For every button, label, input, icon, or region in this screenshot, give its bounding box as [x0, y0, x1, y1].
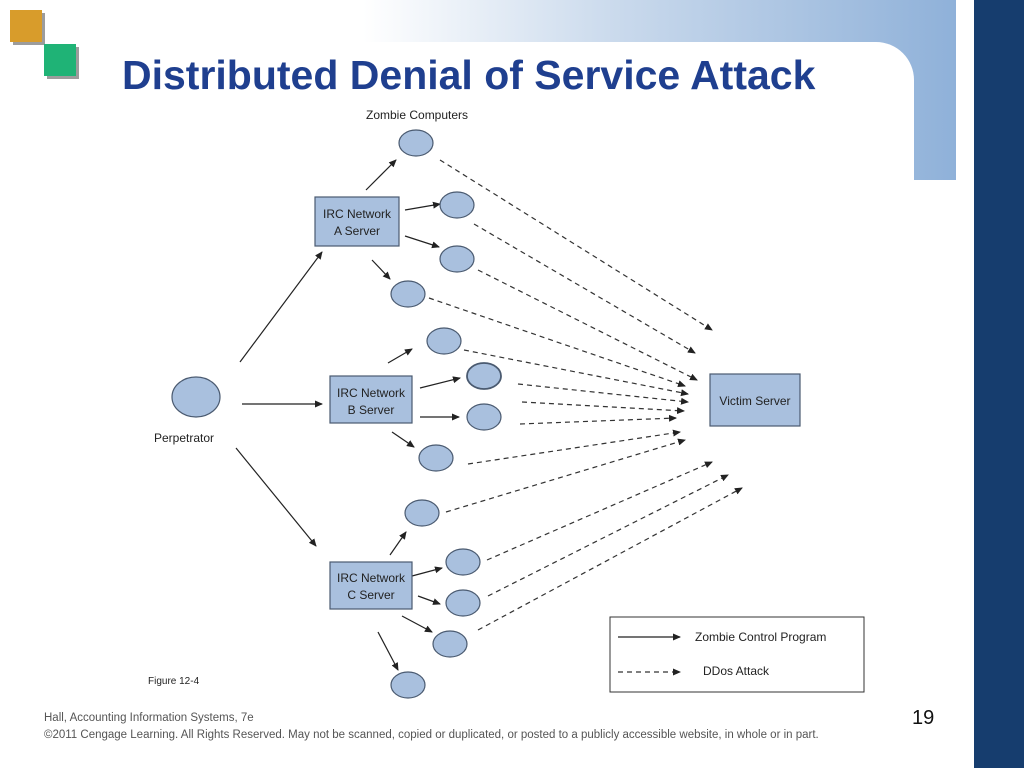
- legend-dashed-label: DDos Attack: [703, 664, 770, 678]
- attack-arrow-zombie-6: [517, 383, 689, 405]
- control-arrow-c-1: [389, 531, 407, 556]
- zombie-node: [445, 548, 481, 576]
- attack-arrow-zombie-8: [519, 414, 677, 425]
- zombie-node: [466, 362, 502, 390]
- legend-solid-label: Zombie Control Program: [695, 630, 826, 644]
- irc-b-label-line1: IRC Network: [337, 386, 406, 400]
- zombie-computers-label: Zombie Computers: [366, 108, 468, 122]
- zombie-node: [466, 403, 502, 431]
- zombie-node: [390, 671, 426, 699]
- orange-square-decoration: [10, 10, 42, 42]
- attack-arrow-zombie-7: [521, 401, 685, 415]
- zombie-node: [426, 327, 462, 355]
- right-side-bar: [974, 0, 1024, 768]
- control-arrow-a-1: [365, 159, 397, 191]
- irc-b-label-line2: B Server: [348, 403, 395, 417]
- attack-arrow-zombie-11: [486, 461, 713, 561]
- irc-a-label-line2: A Server: [334, 224, 380, 238]
- control-arrow-c-3: [417, 595, 441, 605]
- control-arrow-c-2: [411, 566, 443, 577]
- legend-box: [609, 616, 865, 693]
- irc-c-label-line2: C Server: [347, 588, 394, 602]
- attack-arrow-zombie-4: [428, 297, 686, 388]
- attack-arrow-zombie-3: [477, 269, 698, 381]
- attack-arrow-zombie-9: [467, 429, 681, 465]
- attack-arrow-zombie-13: [477, 487, 743, 631]
- control-arrow-perp-to-a: [239, 251, 323, 363]
- attack-arrow-zombie-10: [445, 438, 686, 513]
- zombie-node: [432, 630, 468, 658]
- control-arrow-c-4: [401, 615, 433, 633]
- zombie-node: [418, 444, 454, 472]
- irc-network-c-server: IRC Network C Server: [329, 561, 413, 610]
- control-arrow-b-2: [419, 376, 461, 389]
- irc-c-label-line1: IRC Network: [337, 571, 406, 585]
- figure-label: Figure 12-4: [148, 676, 200, 687]
- control-arrow-perp-to-c: [235, 447, 317, 547]
- irc-network-a-server: IRC Network A Server: [314, 196, 400, 247]
- green-square-decoration: [44, 44, 76, 76]
- victim-server: Victim Server: [709, 373, 801, 427]
- control-arrows: [235, 159, 461, 671]
- irc-a-box: [314, 196, 400, 247]
- zombie-node: [439, 191, 475, 219]
- irc-network-b-server: IRC Network B Server: [329, 375, 413, 424]
- zombie-computers: [390, 129, 502, 699]
- zombie-node: [445, 589, 481, 617]
- victim-label: Victim Server: [719, 394, 790, 408]
- control-arrow-a-4: [371, 259, 391, 280]
- slide-title: Distributed Denial of Service Attack: [122, 52, 816, 98]
- victim-box: [709, 373, 801, 427]
- zombie-node: [398, 129, 434, 157]
- perpetrator-node: [171, 376, 221, 418]
- attack-arrow-zombie-12: [487, 474, 729, 597]
- control-arrow-b-1: [387, 348, 413, 364]
- control-arrow-c-5: [377, 631, 399, 671]
- zombie-node: [439, 245, 475, 273]
- control-arrow-a-2: [404, 201, 441, 211]
- control-arrow-b-4: [391, 431, 415, 448]
- zombie-node: [390, 280, 426, 308]
- perpetrator-label: Perpetrator: [154, 431, 214, 445]
- attack-arrow-zombie-5: [463, 349, 689, 397]
- irc-a-label-line1: IRC Network: [323, 207, 392, 221]
- ddos-attack-arrows: [428, 159, 743, 631]
- control-arrow-a-3: [404, 235, 440, 249]
- irc-b-box: [329, 375, 413, 424]
- slide-number: 19: [912, 707, 935, 729]
- legend: Zombie Control Program DDos Attack: [609, 616, 865, 693]
- irc-c-box: [329, 561, 413, 610]
- footer-citation: Hall, Accounting Information Systems, 7e: [44, 712, 254, 724]
- zombie-node: [404, 499, 440, 527]
- attack-arrow-zombie-1: [439, 159, 713, 331]
- attack-arrow-zombie-2: [473, 223, 696, 354]
- footer-copyright: ©2011 Cengage Learning. All Rights Reser…: [44, 729, 819, 741]
